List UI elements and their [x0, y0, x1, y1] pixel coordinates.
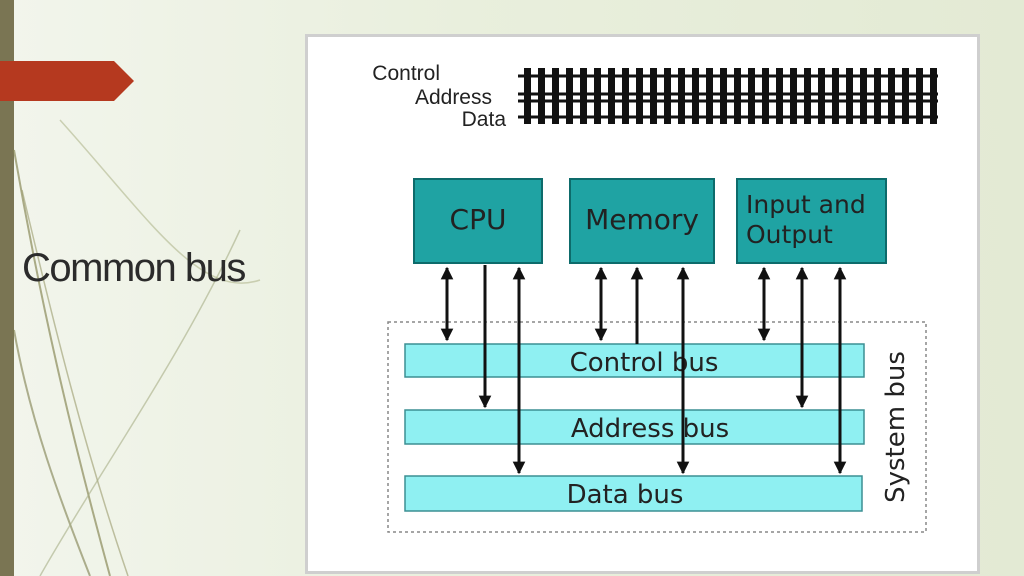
bus-track-tie [832, 68, 839, 124]
cpu-label: CPU [450, 203, 507, 236]
system-bus-label: System bus [881, 351, 911, 503]
legend-label-address: Address [415, 86, 492, 109]
control-bus-label: Control bus [570, 348, 719, 378]
memory-box [569, 178, 715, 264]
bus-track-tie [748, 68, 755, 124]
bus-track-tie [790, 68, 797, 124]
bus-track-tie [874, 68, 881, 124]
bus-track-tie [818, 68, 825, 124]
bus-track-tie [860, 68, 867, 124]
decorative-curves [13, 119, 261, 576]
bus-track-tie [846, 68, 853, 124]
bus-track-tie [664, 68, 671, 124]
control-bus [404, 343, 865, 378]
bus-track-tie [762, 68, 769, 124]
bus-track-icon [518, 68, 938, 124]
input-output-label-line2: Output [746, 220, 833, 249]
bus-track-tie [916, 68, 923, 124]
address-bus [404, 409, 865, 445]
title-accent-arrow [0, 61, 134, 101]
bus-track-tie [692, 68, 699, 124]
bus-track-tie [720, 68, 727, 124]
bus-track-tie [930, 68, 937, 124]
legend-label-data: Data [462, 108, 507, 131]
bus-track-tie [804, 68, 811, 124]
cpu-box [413, 178, 543, 264]
bus-track-tie [776, 68, 783, 124]
bus-track-tie [706, 68, 713, 124]
system-bus-group [387, 321, 927, 533]
bus-track-tie [888, 68, 895, 124]
memory-label: Memory [585, 203, 699, 236]
bus-track-tie [678, 68, 685, 124]
bus-track-tie [524, 68, 531, 124]
bus-track-tie [538, 68, 545, 124]
data-bus [404, 475, 863, 512]
bus-track-tie [636, 68, 643, 124]
bus-track-tie [902, 68, 909, 124]
slide-title: Common bus [22, 246, 246, 290]
bus-track-tie [594, 68, 601, 124]
bus-track-tie [566, 68, 573, 124]
input-output-label-line1: Input and [746, 190, 866, 219]
bus-track-tie [580, 68, 587, 124]
bus-track-tie [552, 68, 559, 124]
legend-label-control: Control [372, 62, 440, 85]
bus-track-tie [608, 68, 615, 124]
address-bus-label: Address bus [571, 414, 729, 444]
left-sidebar-bar [0, 0, 14, 576]
bus-track-tie [622, 68, 629, 124]
input-output-box [736, 178, 887, 264]
data-bus-label: Data bus [567, 480, 684, 510]
bus-track-tie [734, 68, 741, 124]
bus-track-tie [650, 68, 657, 124]
